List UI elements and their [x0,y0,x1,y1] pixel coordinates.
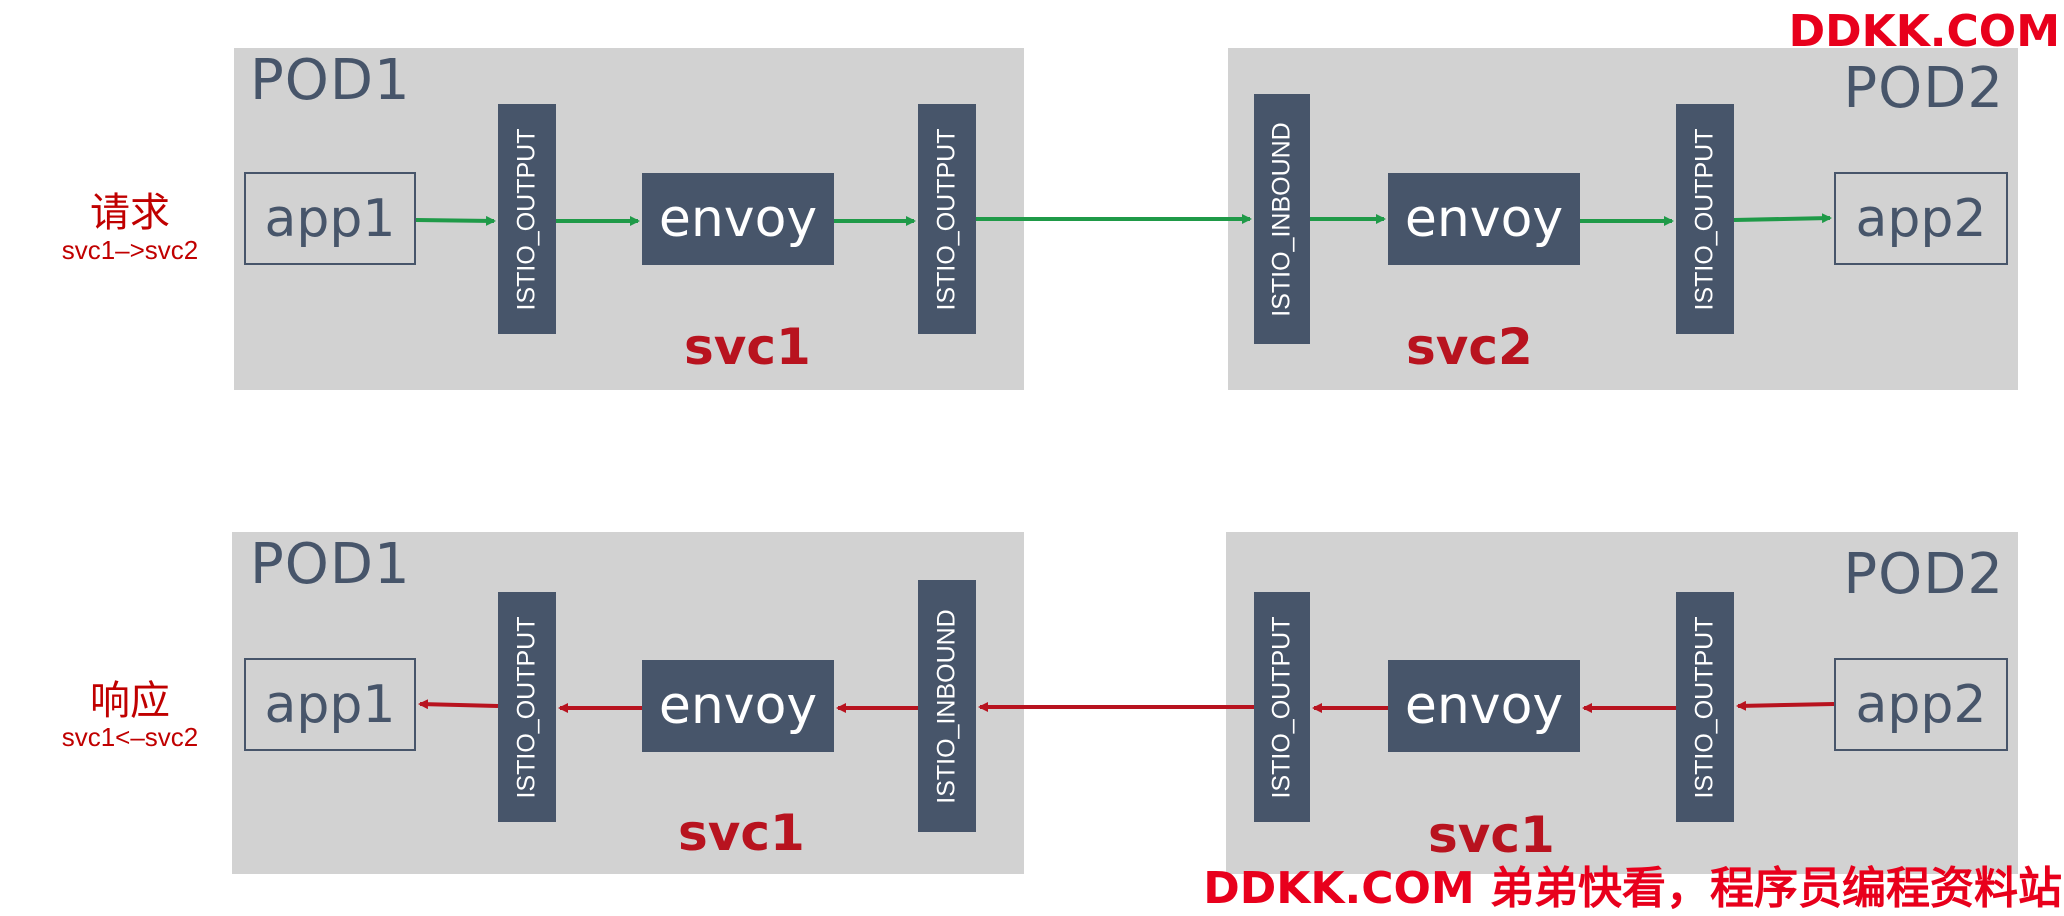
istio-inbound-chain: ISTIO_INBOUND [918,580,976,832]
app1-box: app1 [244,658,416,751]
app1-box: app1 [244,172,416,265]
request-subtitle: svc1–>svc2 [61,235,199,265]
response-arrow [418,699,499,710]
istio-output-chain: ISTIO_OUTPUT [1676,592,1734,822]
response-title: 响应 [90,678,170,724]
envoy-box: envoy [642,660,834,752]
watermark-bottom: DDKK.COM 弟弟快看，程序员编程资料站 [1203,863,2062,914]
istio-inbound-chain: ISTIO_INBOUND [1254,94,1310,344]
request-arrow [1733,213,1832,224]
istio-output-chain: ISTIO_OUTPUT [1254,592,1310,822]
response-subtitle: svc1<–svc2 [61,722,199,752]
pod-title: POD2 [1843,542,2004,607]
envoy-box: envoy [642,173,834,265]
response-arrow [1736,700,1835,711]
envoy-box: envoy [1388,660,1580,752]
istio-output-chain: ISTIO_OUTPUT [498,592,556,822]
request-title: 请求 [90,190,170,236]
pod-title: POD1 [250,532,411,597]
service-label: svc1 [684,318,811,376]
app2-box: app2 [1834,658,2008,751]
istio-output-chain: ISTIO_OUTPUT [918,104,976,334]
watermark-top: DDKK.COM [1788,6,2060,57]
service-label: svc1 [1428,806,1555,864]
request-arrow [415,215,496,226]
app2-box: app2 [1834,172,2008,265]
envoy-box: envoy [1388,173,1580,265]
istio-output-chain: ISTIO_OUTPUT [498,104,556,334]
service-label: svc1 [678,804,805,862]
pod-title: POD2 [1843,56,2004,121]
istio-output-chain: ISTIO_OUTPUT [1676,104,1734,334]
service-label: svc2 [1406,318,1533,376]
pod-title: POD1 [250,48,411,113]
